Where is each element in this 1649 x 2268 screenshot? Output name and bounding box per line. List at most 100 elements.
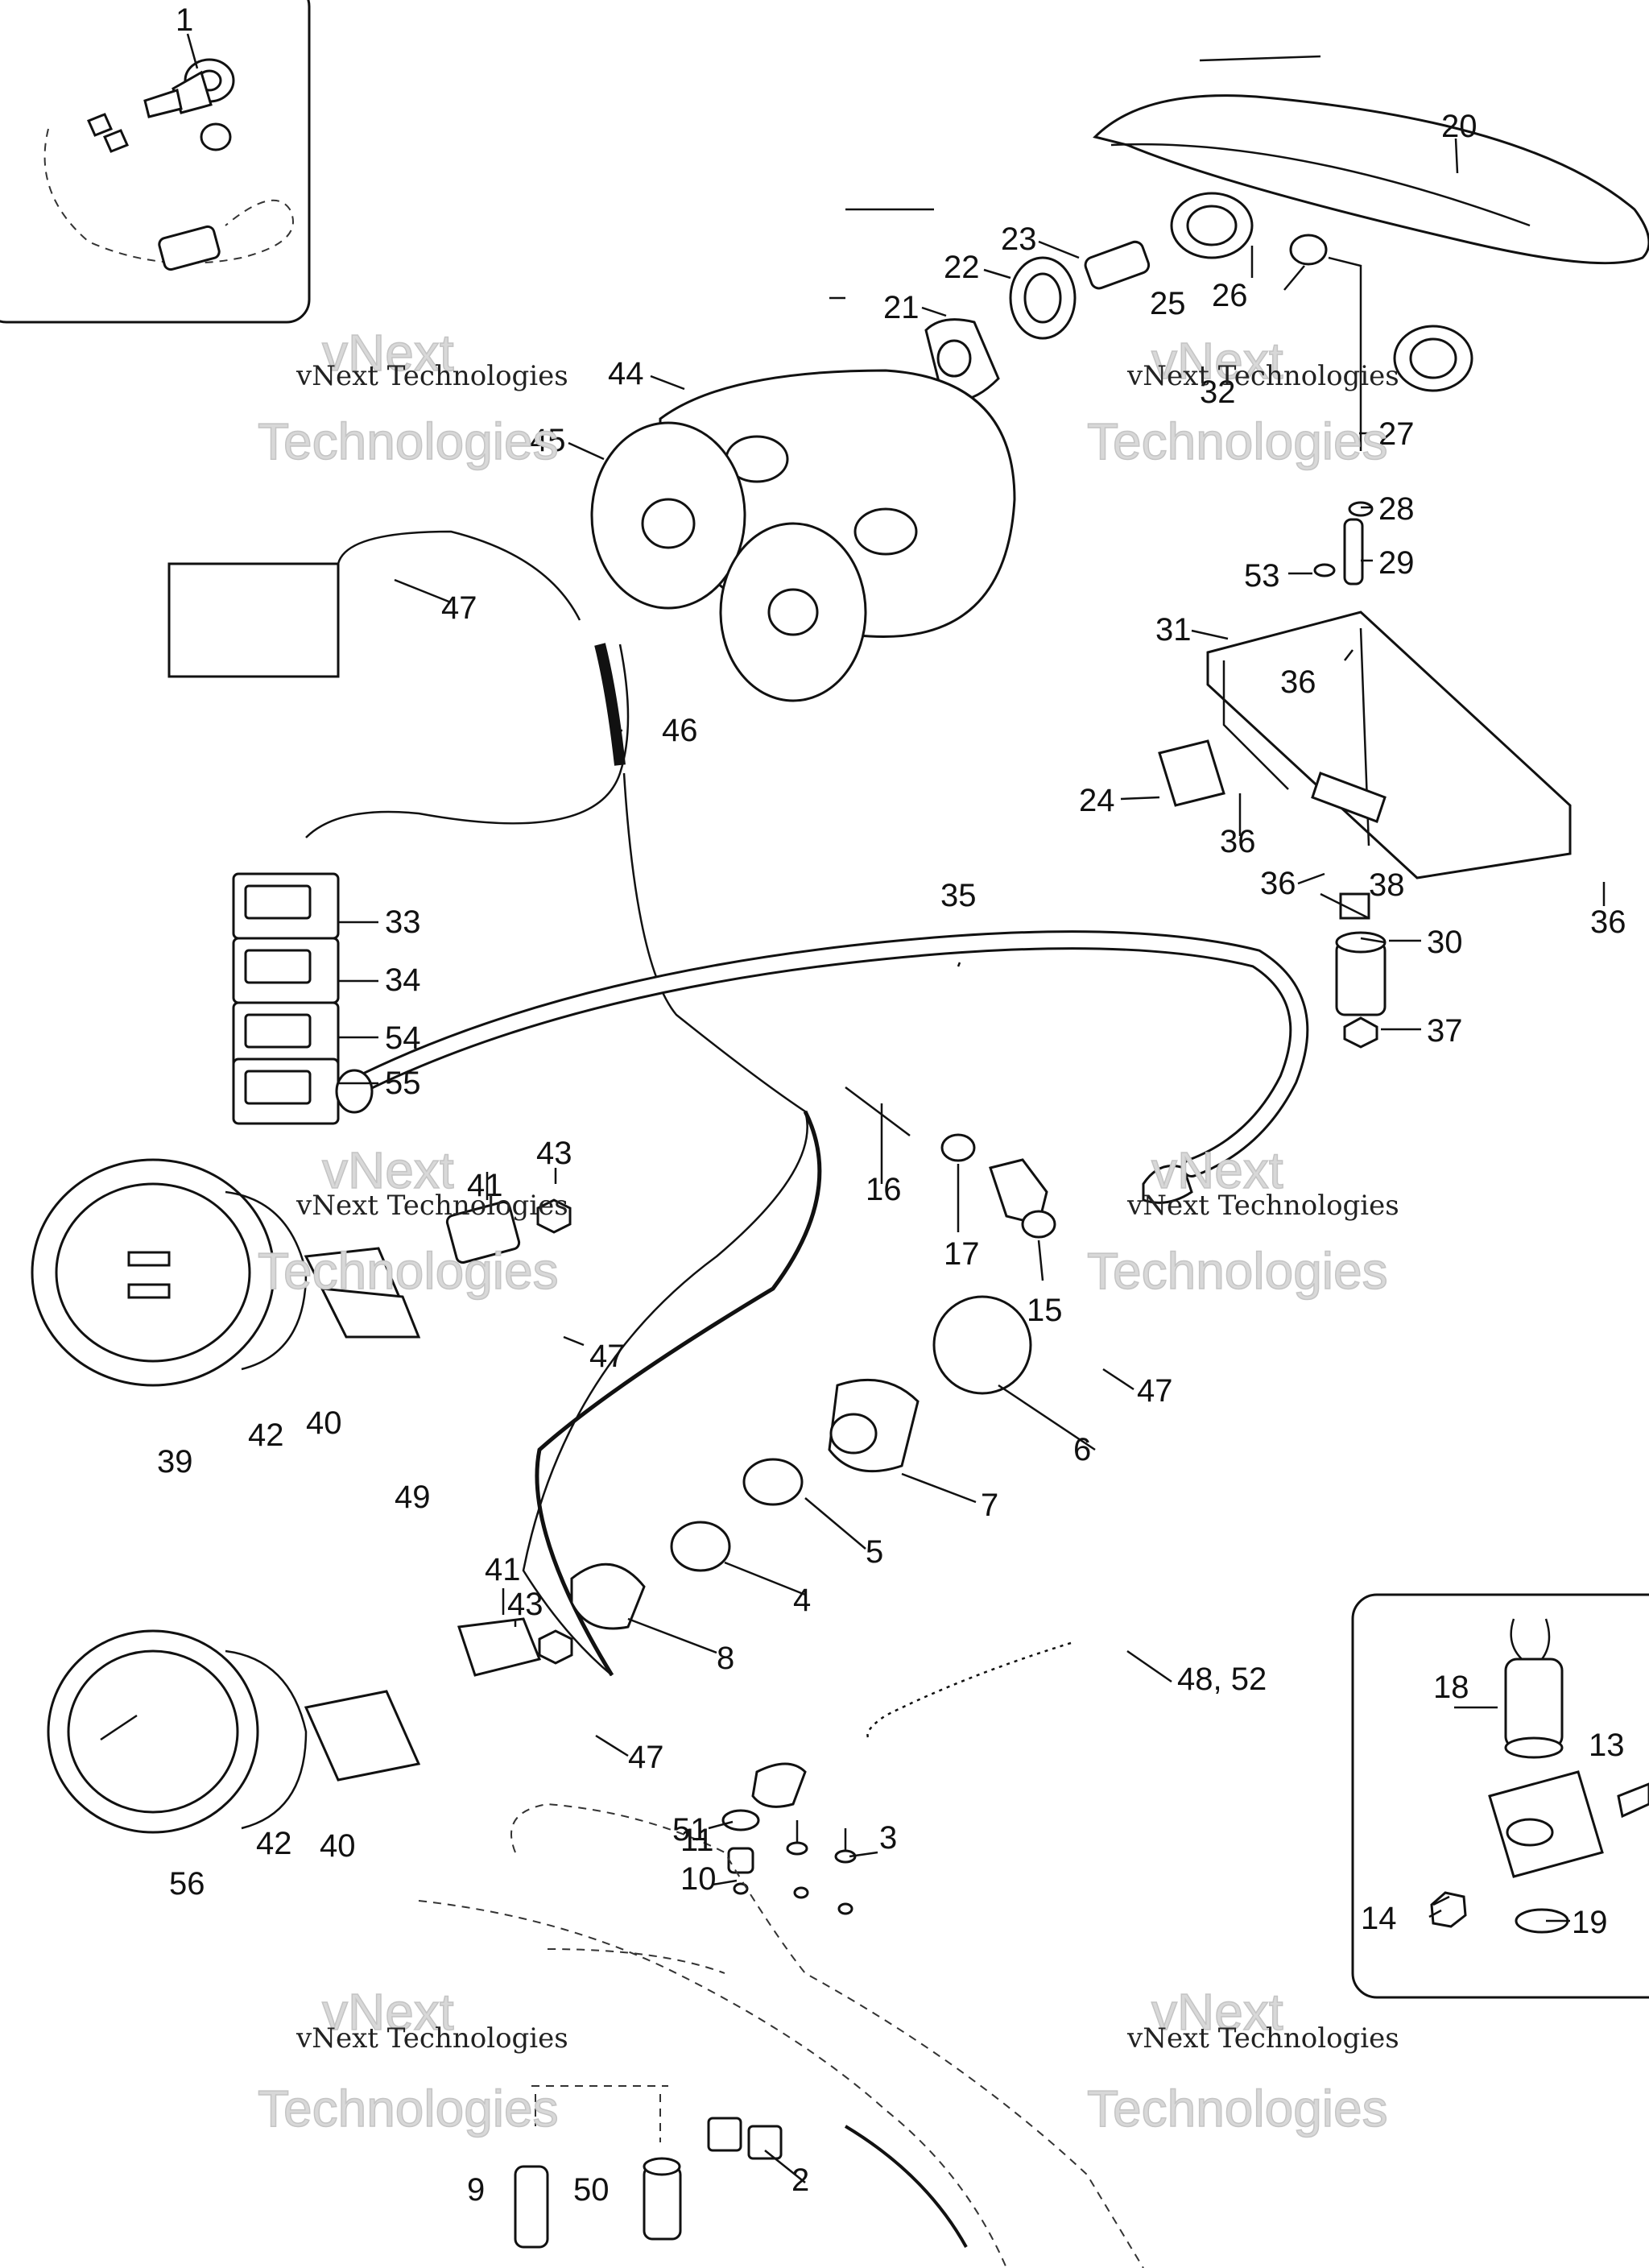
bottom-sensors bbox=[514, 2085, 783, 2249]
callout-42a: 42 bbox=[248, 1418, 284, 1453]
key-switch-part bbox=[143, 58, 235, 151]
callout-13: 13 bbox=[1589, 1728, 1625, 1763]
callout-42b: 42 bbox=[256, 1826, 292, 1861]
callout-26: 26 bbox=[1212, 278, 1248, 313]
callout-56: 56 bbox=[169, 1866, 205, 1902]
callout-54: 54 bbox=[385, 1020, 421, 1056]
tachometer-gauge bbox=[31, 1158, 572, 1387]
callout-4: 4 bbox=[793, 1583, 811, 1618]
callout-23: 23 bbox=[1001, 221, 1037, 257]
callout-46: 46 bbox=[662, 713, 698, 748]
watermark-text: vNext Technologies bbox=[295, 360, 568, 392]
callout-14: 14 bbox=[1361, 1901, 1397, 1936]
callout-30: 30 bbox=[1427, 925, 1463, 960]
callout-21: 21 bbox=[883, 290, 920, 325]
callout-1: 1 bbox=[176, 2, 193, 38]
callout-47c: 47 bbox=[1137, 1373, 1173, 1409]
watermark-text: vNext Technologies bbox=[1126, 360, 1399, 392]
callout-34: 34 bbox=[385, 962, 421, 998]
callout-32: 32 bbox=[1200, 375, 1236, 410]
small-hardware bbox=[721, 1809, 857, 1915]
lanyard-coil bbox=[751, 1641, 1072, 1808]
watermark-text: vNext Technologies bbox=[295, 1190, 568, 1222]
callout-51: 51 bbox=[672, 1812, 709, 1848]
callout-40a: 40 bbox=[306, 1405, 342, 1441]
watermark-sub: Technologies bbox=[258, 412, 559, 470]
callout-50: 50 bbox=[573, 2172, 610, 2208]
callout-15: 15 bbox=[1027, 1293, 1063, 1328]
ecu-box bbox=[167, 562, 340, 678]
callout-17: 17 bbox=[944, 1236, 980, 1272]
callout-18: 18 bbox=[1433, 1670, 1469, 1705]
callout-19: 19 bbox=[1572, 1905, 1608, 1940]
leader-lines bbox=[186, 33, 1606, 2183]
watermark-sub: Technologies bbox=[1087, 1242, 1388, 1300]
watermark-text: vNext Technologies bbox=[295, 2022, 568, 2055]
watermark-sub: Technologies bbox=[1087, 2080, 1388, 2138]
callout-28: 28 bbox=[1378, 491, 1415, 527]
callout-48-52: 48, 52 bbox=[1177, 1662, 1267, 1697]
switch-stack bbox=[232, 872, 340, 1125]
watermark-brand: vNext bbox=[322, 1983, 454, 2041]
callout-29: 29 bbox=[1378, 545, 1415, 581]
callout-43a: 43 bbox=[536, 1136, 572, 1171]
callout-27: 27 bbox=[1378, 416, 1415, 452]
speedometer-gauge bbox=[47, 1617, 573, 1834]
ignition-switch-parts bbox=[570, 1295, 1032, 1630]
watermark-sub: Technologies bbox=[258, 1242, 559, 1300]
callout-25: 25 bbox=[1150, 286, 1186, 321]
sensor-part bbox=[1504, 1658, 1564, 1749]
inset-box-top-left bbox=[0, 0, 311, 324]
callout-47b: 47 bbox=[589, 1339, 626, 1374]
callout-43b: 43 bbox=[507, 1587, 543, 1622]
callout-10: 10 bbox=[680, 1861, 717, 1897]
watermark-brand: vNext bbox=[322, 1141, 454, 1199]
watermark-brand: vNext bbox=[1151, 1141, 1283, 1199]
callout-36b: 36 bbox=[1220, 824, 1256, 859]
callout-35: 35 bbox=[940, 878, 977, 913]
callout-39: 39 bbox=[157, 1444, 193, 1480]
callout-31: 31 bbox=[1155, 612, 1192, 648]
watermark-sub: Technologies bbox=[1087, 412, 1388, 470]
callout-33: 33 bbox=[385, 904, 421, 940]
callout-11: 11 bbox=[680, 1823, 714, 1858]
connector-part bbox=[158, 225, 221, 271]
callout-9: 9 bbox=[467, 2172, 485, 2208]
callout-38: 38 bbox=[1369, 867, 1405, 903]
callout-3: 3 bbox=[879, 1820, 897, 1856]
callout-44: 44 bbox=[608, 356, 644, 391]
callout-6: 6 bbox=[1073, 1432, 1091, 1467]
watermark-brand: vNext bbox=[1151, 332, 1283, 390]
callout-41b: 41 bbox=[485, 1552, 521, 1587]
callout-41a: 41 bbox=[467, 1168, 503, 1203]
callout-47d: 47 bbox=[628, 1740, 664, 1775]
watermark-brand: vNext bbox=[1151, 1983, 1283, 2041]
callout-53: 53 bbox=[1244, 558, 1280, 594]
fairing-assembly bbox=[1093, 55, 1649, 451]
callout-5: 5 bbox=[866, 1534, 883, 1570]
callout-49: 49 bbox=[395, 1480, 431, 1515]
watermark-text: vNext Technologies bbox=[1126, 1190, 1399, 1222]
callout-55: 55 bbox=[385, 1066, 421, 1101]
callout-47a: 47 bbox=[441, 590, 477, 626]
callout-2: 2 bbox=[791, 2162, 809, 2198]
mounting-plates bbox=[590, 369, 1016, 702]
callout-24: 24 bbox=[1079, 783, 1115, 818]
watermark-text: vNext Technologies bbox=[1126, 2022, 1399, 2055]
callout-16: 16 bbox=[866, 1172, 902, 1207]
callout-22: 22 bbox=[944, 250, 980, 285]
hull-outline bbox=[418, 1802, 1144, 2268]
callout-7: 7 bbox=[981, 1488, 998, 1523]
fittings bbox=[845, 1086, 1056, 1239]
watermark-brand: vNext bbox=[322, 324, 454, 382]
watermarks: vNext vNext Technologies Technologies vN… bbox=[257, 323, 1399, 2138]
callout-36d: 36 bbox=[1590, 904, 1626, 940]
callout-45: 45 bbox=[530, 423, 566, 458]
callout-37: 37 bbox=[1427, 1013, 1463, 1049]
callout-36c: 36 bbox=[1260, 866, 1296, 901]
wiring-harness bbox=[167, 530, 822, 1677]
callout-labels: 1 2 3 4 5 6 7 8 9 10 11 13 14 15 16 17 1… bbox=[157, 2, 1626, 2208]
speedometer-cable bbox=[335, 930, 1309, 1204]
callout-8: 8 bbox=[717, 1641, 734, 1676]
